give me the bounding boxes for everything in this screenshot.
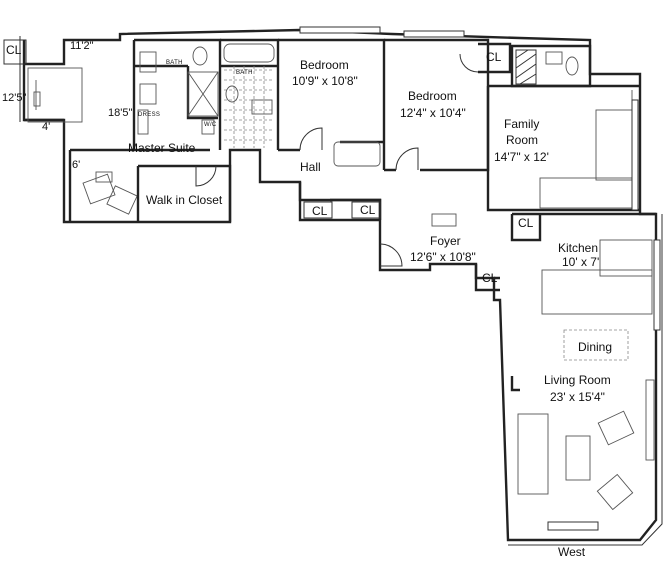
bathtub [223, 43, 275, 63]
sink-4 [545, 51, 563, 65]
ottoman [95, 171, 113, 183]
coffee-table [565, 435, 591, 481]
sofa-family-1 [539, 177, 633, 209]
bedroom2-door [395, 147, 419, 171]
closet-walls [136, 164, 232, 222]
kitchen-island [541, 269, 653, 315]
shower [187, 71, 219, 117]
walk-in-closet-label: Walk in Closet [146, 193, 223, 207]
kitchen-counter-1 [599, 239, 653, 277]
living-name: Living Room [544, 373, 611, 387]
bedroom1-name: Bedroom [300, 58, 349, 72]
bath-small-label-1: BATH [166, 60, 183, 66]
sink-2 [139, 83, 157, 105]
armchair-2 [596, 473, 634, 511]
family-name-line2: Room [506, 133, 539, 147]
cl-door [459, 53, 479, 73]
toilet-2 [225, 85, 239, 103]
kitchen-size: 10' x 7' [562, 255, 600, 269]
living-sofa-left [517, 413, 549, 495]
toilet-1 [192, 46, 208, 66]
window-bedroom2 [403, 30, 465, 38]
bath-small-label-2: BATH [236, 70, 253, 76]
bedroom2-name: Bedroom [408, 89, 457, 103]
dresser [137, 109, 149, 135]
sink-3 [251, 99, 273, 115]
chair-2 [106, 185, 138, 215]
bedroom1-closet [333, 141, 381, 167]
foyer-name: Foyer [430, 234, 461, 248]
foyer-door [379, 243, 403, 267]
exterior-wall-outer [19, 36, 663, 546]
foyer-corner [474, 264, 500, 292]
master-left-label: 12'5" [2, 92, 27, 104]
cl-label-kitchen: CL [518, 216, 534, 230]
window-kitchen [653, 239, 661, 331]
master-bed [27, 67, 83, 123]
cl-label-bedroom2: CL [486, 50, 502, 64]
bedroom2-size: 12'4" x 10'4" [400, 106, 466, 120]
family-walls [486, 84, 640, 212]
kitchen-walls [510, 212, 656, 242]
exterior-wall [22, 28, 658, 542]
closet-door [195, 165, 217, 187]
radiator [645, 379, 655, 461]
sofa-family-2 [595, 109, 633, 181]
dining-table [563, 329, 629, 361]
dressing-label: DRESS [138, 112, 161, 118]
kitchen-name: Kitchen [558, 241, 599, 255]
toilet-3 [565, 56, 579, 76]
foyer-table [431, 213, 457, 227]
cl-label-hall-2: CL [360, 203, 376, 217]
foyer-size: 12'6" x 10'8" [410, 250, 476, 264]
family-name-line1: Family [504, 117, 540, 131]
master-suite-label: Master Suite [128, 141, 196, 155]
shower-drain [187, 71, 219, 117]
hall-label: Hall [300, 160, 321, 174]
window-bedroom1 [299, 26, 381, 34]
cl-label-foyer: CL [482, 271, 498, 285]
hall-closet-2 [351, 201, 381, 219]
cl-label-top-left: CL [6, 43, 22, 57]
utility-hatch [515, 49, 537, 85]
armchair-1 [597, 410, 635, 446]
chair-1 [82, 173, 116, 205]
tile-grid [224, 66, 274, 148]
dining-label: Dining [578, 340, 613, 354]
wc-label: W/C [204, 122, 217, 128]
master-four-label: 4' [42, 121, 51, 133]
bedroom1-size: 10'9" x 10'8" [292, 74, 358, 88]
bedroom1-door [299, 127, 323, 151]
master-bath-label: 18'5" [108, 107, 133, 119]
master-six-label: 6' [72, 159, 81, 171]
west-window [547, 521, 599, 531]
family-size: 14'7" x 12' [494, 150, 549, 164]
cl-label-hall-1: CL [312, 204, 328, 218]
second-bath-walls [220, 38, 280, 150]
window-family [631, 99, 639, 211]
wc-box [201, 119, 215, 135]
top-left-closet [3, 39, 27, 65]
living-pillar [510, 376, 520, 392]
sink-1 [139, 51, 157, 73]
west-label: West [558, 545, 586, 559]
hall-closet-1 [303, 201, 333, 219]
living-size: 23' x 15'4" [550, 390, 605, 404]
master-width-label: 11'2" [70, 40, 94, 52]
master-suite-partition [24, 40, 210, 222]
